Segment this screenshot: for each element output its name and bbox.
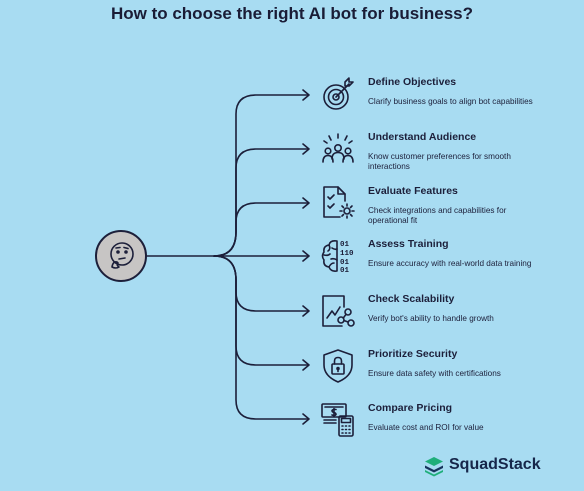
target-icon (323, 77, 354, 110)
checklist-gear-icon (323, 186, 355, 219)
step-title: Prioritize Security (368, 348, 458, 360)
step-description: Know customer preferences for smooth int… (368, 152, 511, 171)
svg-text:110: 110 (340, 250, 354, 258)
step-title: Understand Audience (368, 131, 477, 143)
step-description: Clarify business goals to align bot capa… (368, 97, 533, 106)
step-title: Assess Training (368, 238, 449, 250)
page-title: How to choose the right AI bot for busin… (110, 4, 474, 23)
growth-chart-icon (322, 295, 355, 327)
center-hub (95, 230, 147, 282)
stacked-layers-logo (425, 457, 443, 477)
step-title: Compare Pricing (368, 402, 453, 414)
step-description: Verify bot's ability to handle growth (368, 314, 494, 323)
step-description: Evaluate cost and ROI for value (368, 423, 484, 432)
step-title: Check Scalability (368, 293, 455, 305)
step-title: Define Objectives (368, 76, 457, 88)
shield-lock-icon (323, 349, 353, 383)
step-description: Check integrations and capabilities for … (368, 206, 507, 225)
pricing-calculator-icon (321, 403, 354, 437)
svg-text:01: 01 (340, 267, 350, 274)
brain-binary-icon: 01 110 01 01 (321, 240, 354, 274)
brand-name: SquadStack (449, 456, 541, 473)
step-description: Ensure data safety with certifications (368, 369, 501, 378)
step-title: Evaluate Features (368, 185, 458, 197)
thinking-face-icon (110, 242, 134, 269)
audience-icon (322, 133, 354, 163)
svg-text:01: 01 (340, 259, 350, 267)
step-description: Ensure accuracy with real-world data tra… (368, 259, 532, 268)
svg-text:01: 01 (340, 241, 350, 249)
